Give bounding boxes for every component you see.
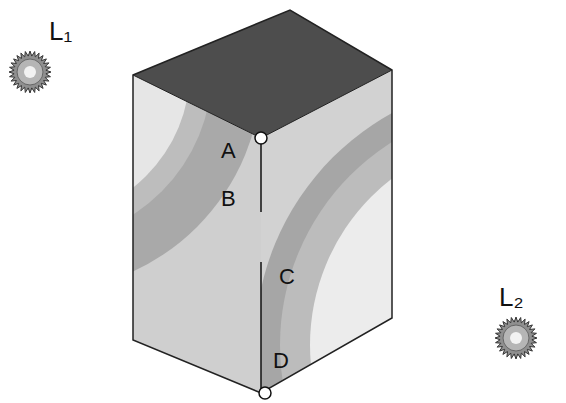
point-marker	[259, 387, 271, 399]
point-label: C	[279, 266, 295, 288]
top-face	[133, 10, 392, 138]
sun-rays	[9, 51, 51, 93]
light-label: L₁	[49, 18, 72, 44]
edge-segment	[260, 262, 262, 393]
top-edge	[261, 70, 392, 138]
sun-core	[24, 66, 36, 78]
sun-core	[510, 332, 522, 344]
sun-disc	[503, 325, 529, 351]
light-label: L₂	[499, 284, 524, 310]
light-source	[495, 317, 537, 359]
sun-rays	[495, 317, 537, 359]
light-source	[9, 51, 51, 93]
point-label: D	[273, 350, 289, 372]
point-marker	[255, 132, 267, 144]
box-outline	[133, 10, 392, 393]
edge-segment	[260, 138, 262, 212]
top-edge	[133, 75, 261, 138]
point-label: B	[221, 188, 236, 210]
sun-disc	[17, 59, 43, 85]
point-label: A	[221, 140, 236, 162]
